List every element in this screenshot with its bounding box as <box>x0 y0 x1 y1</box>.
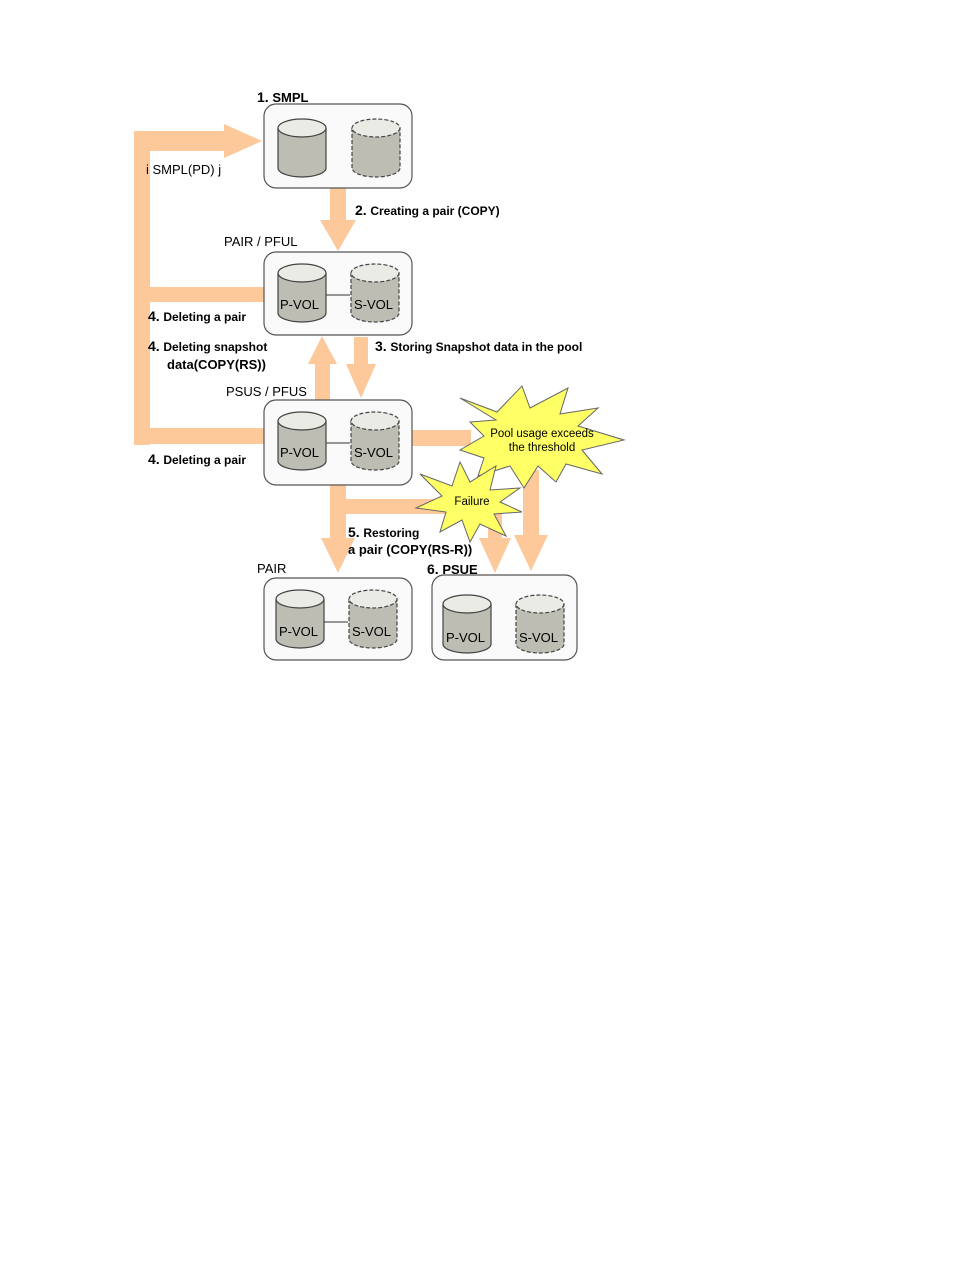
pool-threshold-text: Pool usage exceeds <box>490 428 594 440</box>
restore-label: 5. Restoring <box>348 524 419 540</box>
arrow-create <box>320 220 356 251</box>
pvol-cylinder-icon <box>277 263 327 323</box>
return-loop-bar <box>134 131 150 445</box>
arrow-restore <box>321 538 355 573</box>
state-label-pair-pful: PAIR / PFUL <box>224 234 297 249</box>
delete-pair-label: 4. Deleting a pair <box>148 308 246 324</box>
delete-snapshot-label: 4. Deleting snapshot <box>148 338 267 354</box>
failure-text: Failure <box>454 496 489 508</box>
pvol-label: P-VOL <box>280 445 319 460</box>
store-label: 3. Storing Snapshot data in the pool <box>375 338 582 354</box>
svol-label: S-VOL <box>352 624 391 639</box>
pvol-label: P-VOL <box>446 630 485 645</box>
arrow-failure <box>479 538 511 573</box>
pvol-label: P-VOL <box>280 297 319 312</box>
arrow-pool-threshold <box>514 535 548 571</box>
state-label-pair: PAIR <box>257 561 286 576</box>
create-label: 2. Creating a pair (COPY) <box>355 202 500 218</box>
pool-threshold-text-line2: the threshold <box>509 442 576 454</box>
delete-snapshot-label-line2: data(COPY(RS)) <box>167 357 266 372</box>
svol-cylinder-icon <box>348 589 398 649</box>
smpl-pd-label: i SMPL(PD) j <box>146 162 221 177</box>
svol-label: S-VOL <box>354 297 393 312</box>
pvol-label: P-VOL <box>279 624 318 639</box>
pvol-cylinder-icon <box>277 411 327 471</box>
svol-label: S-VOL <box>354 445 393 460</box>
transition-arrows <box>134 124 548 573</box>
state-label-smpl: 1. SMPL <box>257 89 308 105</box>
restore-label-line2: a pair (COPY(RS-R)) <box>348 542 472 557</box>
state-label-psue: 6. PSUE <box>427 561 478 577</box>
arrow-delete-snapshot <box>308 336 337 364</box>
delete-pair-label: 4. Deleting a pair <box>148 451 246 467</box>
svol-cylinder-icon <box>350 411 400 471</box>
pvol-cylinder-icon <box>277 118 327 178</box>
state-label-psus-pfus: PSUS / PFUS <box>226 384 307 399</box>
svol-cylinder-icon <box>351 118 401 178</box>
svol-cylinder-icon <box>350 263 400 323</box>
pool-threshold-burst <box>458 385 626 489</box>
svol-label: S-VOL <box>519 630 558 645</box>
arrow-store <box>346 364 376 398</box>
failure-burst <box>414 460 523 544</box>
arrow-to-smpl <box>224 124 262 158</box>
pvol-cylinder-icon <box>275 589 325 649</box>
